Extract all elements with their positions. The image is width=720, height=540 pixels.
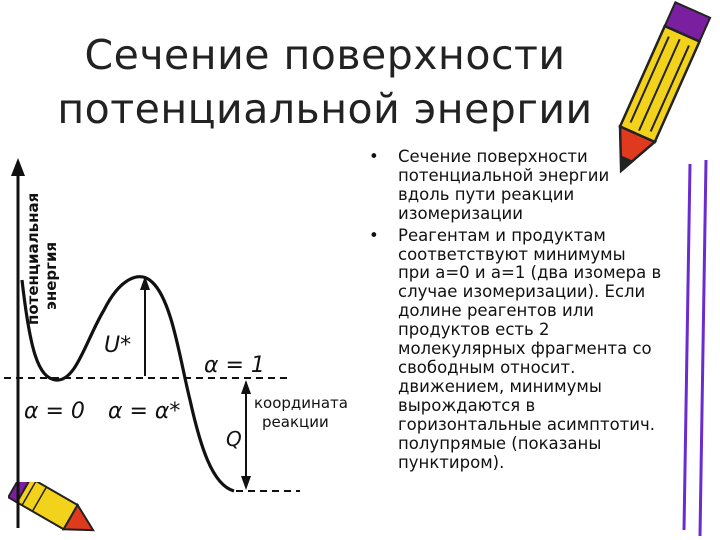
bullet-item-2: • Реагентам и продуктам соответствуют ми… bbox=[362, 225, 662, 473]
decorative-sticks-icon bbox=[682, 160, 708, 537]
q-arrow-head-bottom bbox=[241, 476, 251, 490]
bullet-text-2: Реагентам и продуктам соответствуют мини… bbox=[398, 225, 662, 472]
bullet-list: • Сечение поверхности потенциальной энер… bbox=[362, 147, 662, 475]
alpha-zero-label: α = 0 bbox=[24, 399, 85, 424]
slide-title-line-2: потенциальной энергии bbox=[57, 85, 593, 133]
q-arrow-head-top bbox=[241, 380, 251, 394]
pencil-icon bbox=[618, 0, 712, 174]
barrier-arrow-head bbox=[140, 276, 150, 290]
potential-energy-diagram: потенциальная энергия U* α = 1 α = 0 α =… bbox=[4, 158, 348, 528]
pencil-stub-icon bbox=[8, 482, 95, 532]
bullet-marker: • bbox=[369, 147, 379, 166]
bullet-text-1: Сечение поверхности потенциальной энерги… bbox=[398, 147, 610, 223]
slide-title: Сечение поверхности потенциальной энерги… bbox=[40, 28, 610, 136]
potential-curve bbox=[20, 275, 235, 493]
bullet-item-1: • Сечение поверхности потенциальной энер… bbox=[362, 147, 662, 224]
q-label: Q bbox=[226, 427, 242, 451]
barrier-label: U* bbox=[104, 333, 131, 358]
alpha-one-label: α = 1 bbox=[204, 353, 265, 378]
x-axis-label-line-2: реакции bbox=[262, 413, 329, 431]
alpha-star-label: α = α* bbox=[108, 399, 180, 424]
y-axis-label-line-1: потенциальная bbox=[24, 193, 42, 325]
energy-axis-arrow bbox=[11, 158, 25, 176]
y-axis-label-line-2: энергия bbox=[42, 242, 60, 310]
x-axis-label-line-1: координата bbox=[254, 394, 348, 412]
slide-title-line-1: Сечение поверхности bbox=[84, 31, 566, 79]
bullet-marker: • bbox=[369, 225, 379, 245]
